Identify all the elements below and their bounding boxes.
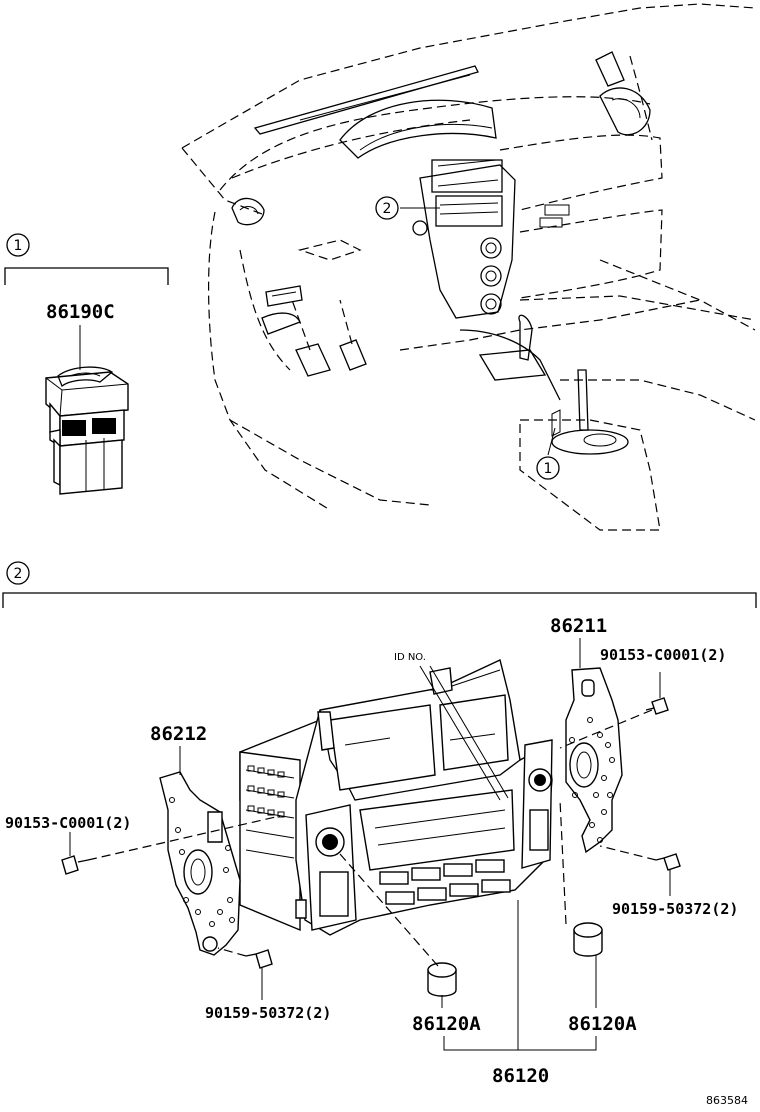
- label-knob-86120a-left: 86120A: [412, 1013, 481, 1035]
- screw-90153-left: [61, 855, 89, 875]
- rear-box-vents: [247, 765, 285, 818]
- svg-text:1: 1: [544, 461, 553, 477]
- label-86120: 86120: [492, 1065, 549, 1087]
- label-screw-90153-left: 90153-C0001(2): [5, 814, 131, 832]
- bracket-86211: [565, 667, 623, 854]
- bracket-86211-holes: [569, 717, 615, 843]
- diagram-number: 863584: [706, 1094, 748, 1107]
- section-2-header: 2: [2, 561, 757, 608]
- bracket-86212-holes: [169, 797, 235, 927]
- section-1-header: 1: [4, 233, 169, 285]
- axis-screw-90153-left: [87, 815, 281, 861]
- overview-callout-1: 1: [536, 456, 560, 480]
- label-screw-90159-left: 90159-50372(2): [205, 1004, 331, 1022]
- label-86190c: 86190C: [46, 301, 115, 323]
- svg-text:1: 1: [14, 238, 23, 254]
- overview-callout-2: 2: [375, 196, 399, 220]
- label-knob-86120a-right: 86120A: [568, 1013, 637, 1035]
- screw-90153-right: [645, 697, 669, 715]
- label-screw-90153-right: 90153-C0001(2): [600, 646, 726, 664]
- svg-text:2: 2: [383, 201, 392, 217]
- axis-knob-right: [559, 799, 567, 925]
- switch-86190c: [45, 366, 129, 495]
- axis-knob-left: [339, 853, 439, 967]
- axis-screw-90159-left: [217, 947, 247, 957]
- bracket-86120: [443, 1036, 597, 1051]
- svg-text:2: 2: [14, 566, 23, 582]
- axis-screw-90153-right: [559, 709, 653, 749]
- screw-90159-left: [245, 949, 273, 969]
- id-no-label: ID NO.: [394, 652, 426, 663]
- id-no-leader: [419, 665, 509, 801]
- axis-screw-90159-right: [599, 845, 657, 861]
- knob-86120a-right: [573, 922, 603, 957]
- label-86212: 86212: [150, 723, 207, 745]
- bracket-86212: [159, 771, 241, 956]
- knob-86120a-left: [427, 962, 457, 997]
- preset-buttons: [379, 859, 511, 905]
- radio-assembly-86120: [239, 659, 553, 936]
- dashboard-overview: [181, 3, 756, 531]
- label-screw-90159-right: 90159-50372(2): [612, 900, 738, 918]
- screw-90159-right: [655, 853, 681, 871]
- label-86211: 86211: [550, 615, 607, 637]
